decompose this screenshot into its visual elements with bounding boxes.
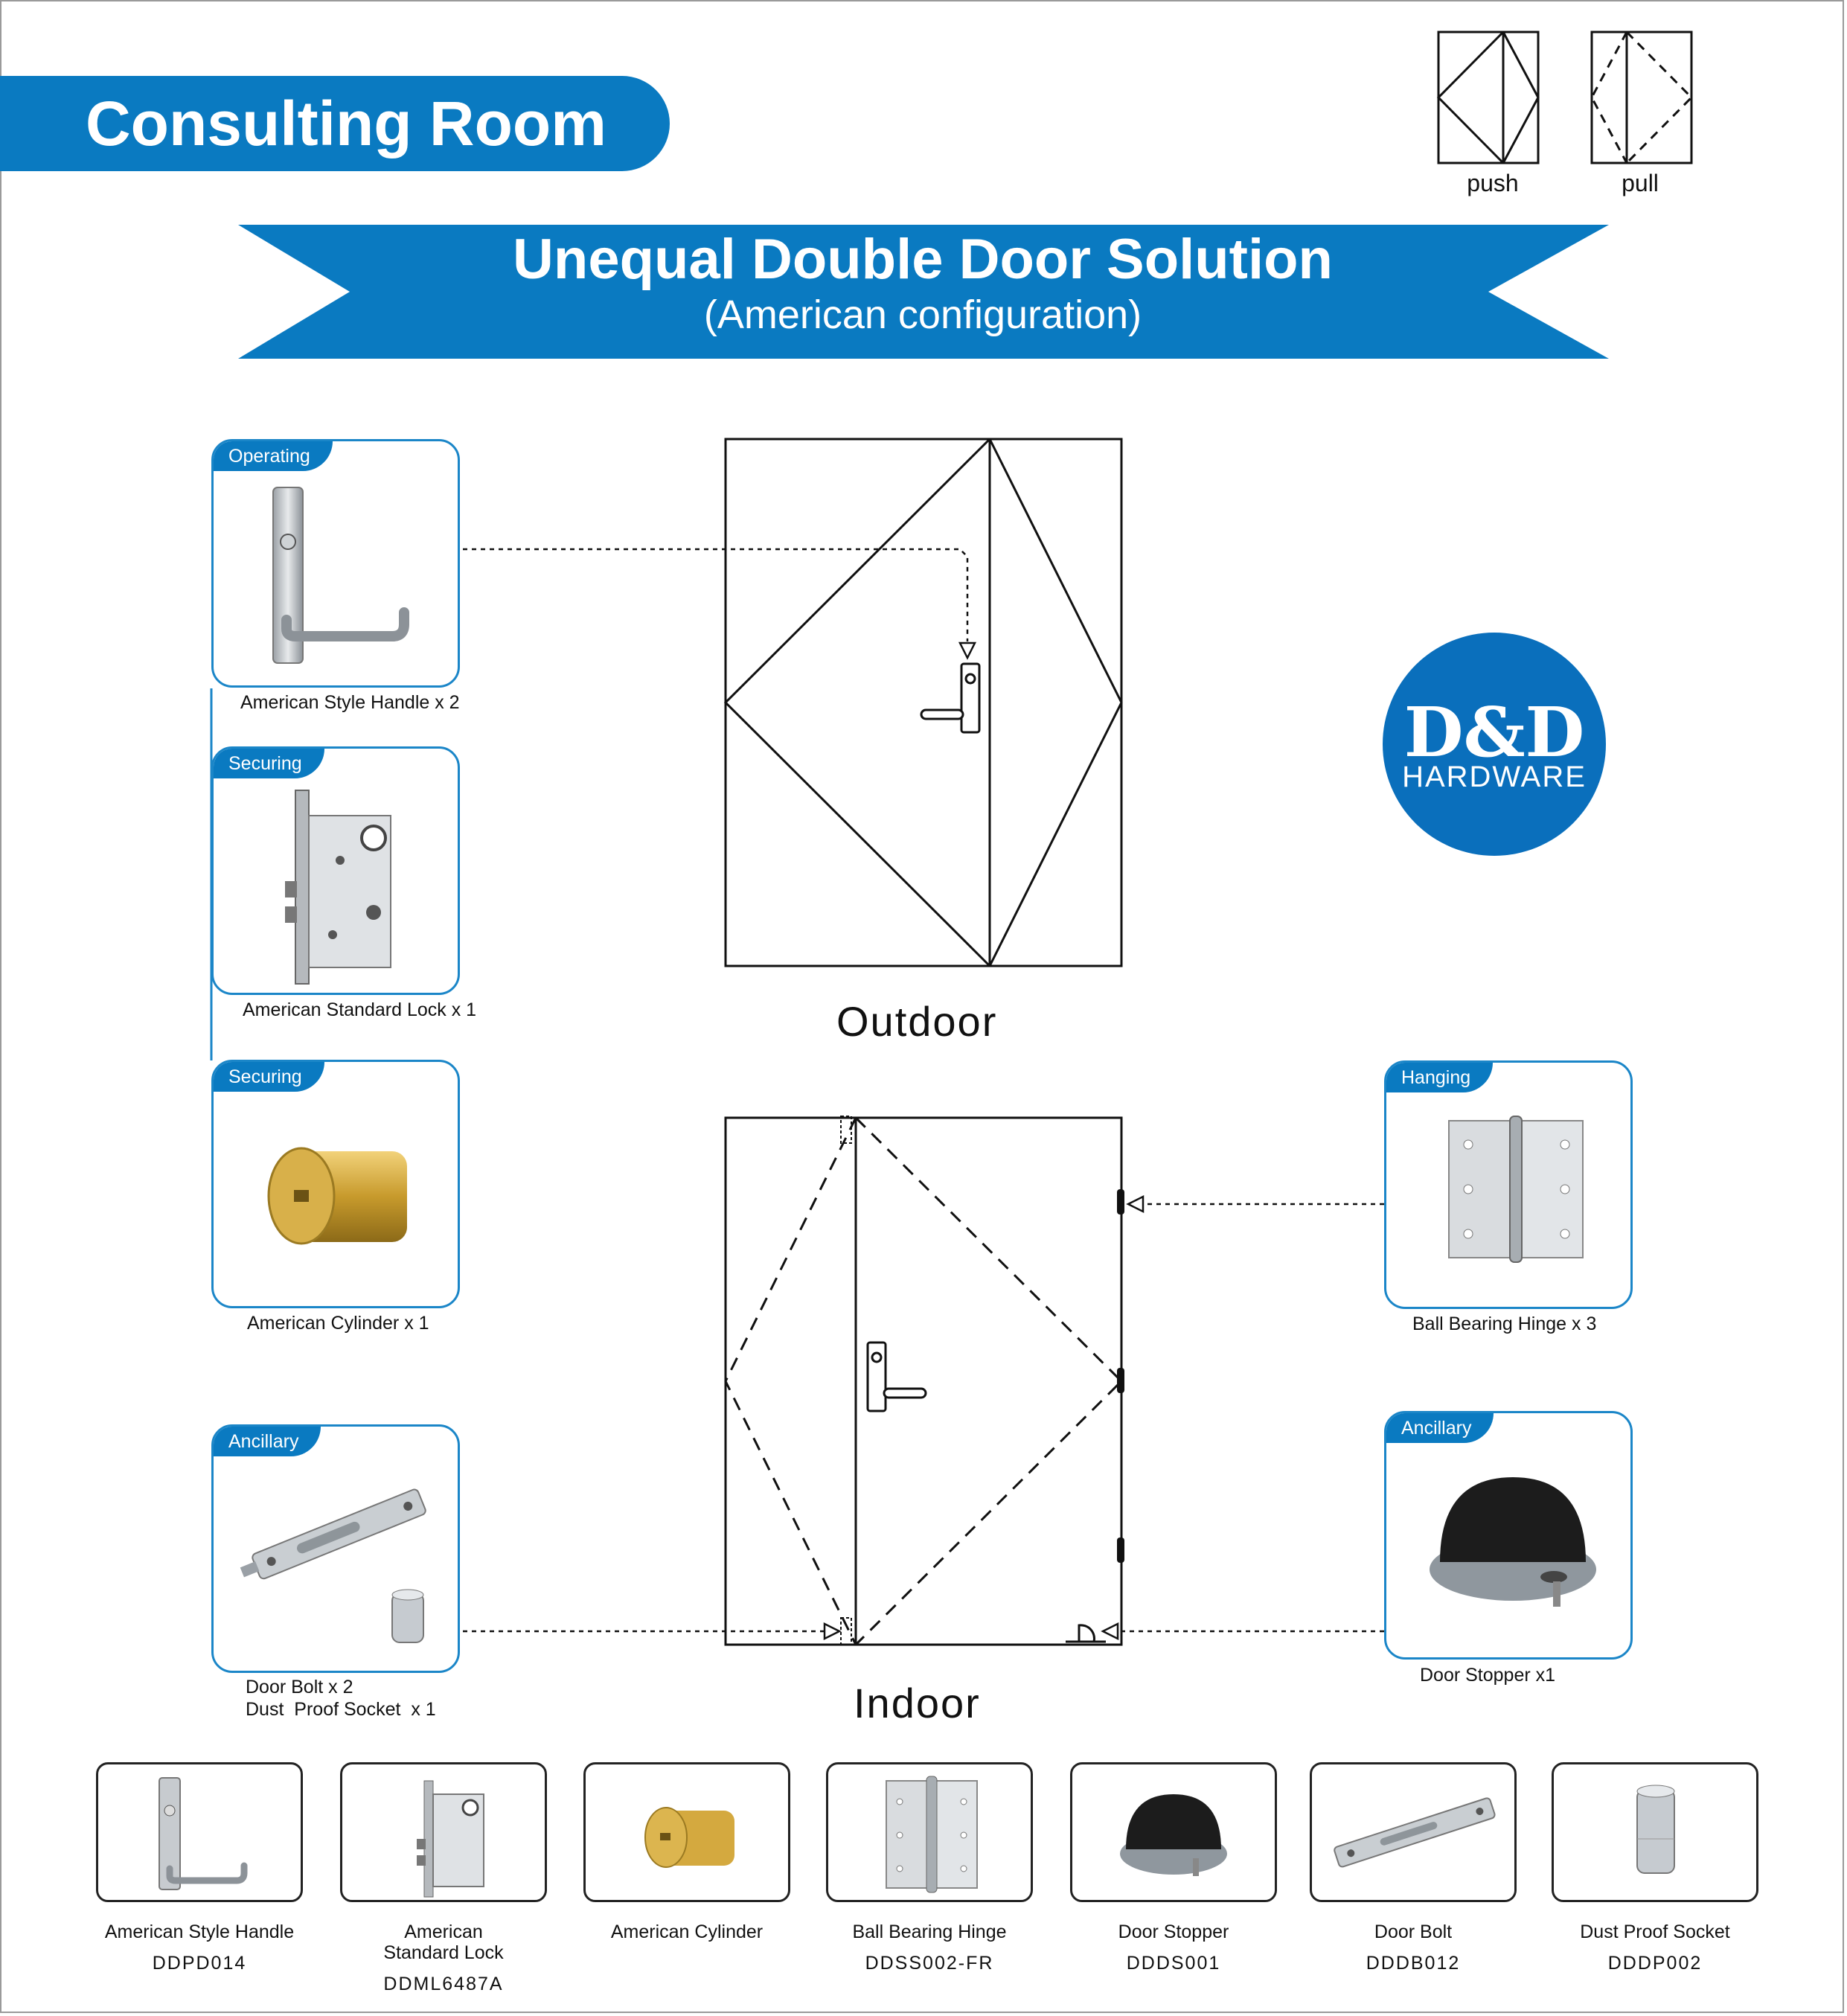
product-name: Ball Bearing Hinge: [852, 1921, 1007, 1942]
banner-subtitle: (American configuration): [703, 292, 1142, 337]
card-bolt-caption-1: Door Bolt x 2: [246, 1677, 353, 1697]
product-code: DDDB012: [1366, 1953, 1461, 1974]
product-card: [1552, 1762, 1758, 1902]
product-card: [1070, 1762, 1277, 1902]
card-stopper-caption: Door Stopper x1: [1420, 1665, 1556, 1686]
product-card: [826, 1762, 1033, 1902]
outdoor-door: [723, 438, 1123, 967]
product-card: [1310, 1762, 1517, 1902]
flush-bolt-icon: [240, 1488, 426, 1643]
banner-ribbon: [238, 225, 1609, 359]
dust-socket-icon: [1636, 1785, 1675, 1874]
indoor-handle-symbol: [866, 1341, 927, 1412]
page-title: Consulting Room: [86, 89, 606, 159]
flush-bolt-icon: [1334, 1797, 1496, 1868]
hinge-icon: [1448, 1116, 1584, 1263]
product-name: American Cylinder: [610, 1921, 764, 1942]
logo-mark: D&D: [1403, 692, 1585, 772]
product-code: DDDP002: [1607, 1953, 1703, 1974]
push-label: push: [1467, 170, 1519, 196]
product-code: DDML6487A: [383, 1974, 504, 1994]
card-cylinder: Securing: [211, 1060, 460, 1308]
outdoor-handle-symbol: [920, 662, 981, 734]
indoor-label: Indoor: [854, 1680, 981, 1727]
outdoor-label: Outdoor: [836, 998, 998, 1045]
product-name: Door Stopper: [1118, 1921, 1229, 1942]
mortise-lock-icon: [285, 790, 391, 985]
product-name: Door Bolt: [1374, 1921, 1453, 1942]
cylinder-icon: [267, 1147, 407, 1245]
card-handle-caption: American Style Handle x 2: [240, 692, 460, 713]
logo-subtitle: HARDWARE: [1402, 761, 1587, 793]
pull-legend-icon: [1590, 31, 1694, 164]
product-name: American Style Handle: [104, 1921, 295, 1942]
card-bolt: Ancillary: [211, 1424, 460, 1673]
banner-title: Unequal Double Door Solution: [513, 228, 1333, 291]
product-code: DDSS002-FR: [865, 1953, 994, 1974]
card-bolt-caption-2: Dust Proof Socket x 1: [246, 1699, 436, 1720]
cylinder-icon: [644, 1807, 734, 1868]
card-handle: Operating: [211, 439, 460, 688]
card-tag: Ancillary: [214, 1427, 321, 1456]
card-tag: Hanging: [1386, 1063, 1494, 1092]
card-tag: Securing: [214, 1062, 324, 1092]
card-tag: Operating: [214, 441, 333, 471]
card-lock-caption: American Standard Lock x 1: [243, 999, 477, 1020]
product-name: American: [404, 1921, 483, 1942]
indoor-door: [724, 1116, 1123, 1646]
product-card: [340, 1762, 547, 1902]
pull-label: pull: [1622, 170, 1659, 196]
card-hinge-caption: Ball Bearing Hinge x 3: [1412, 1313, 1597, 1334]
product-name: Dust Proof Socket: [1580, 1921, 1730, 1942]
card-stopper: Ancillary: [1384, 1411, 1633, 1660]
product-card: [583, 1762, 790, 1902]
push-legend-icon: [1436, 31, 1540, 164]
mortise-lock-icon: [417, 1780, 484, 1898]
door-stopper-icon: [1430, 1477, 1596, 1607]
dd-hardware-logo: [1383, 633, 1606, 856]
card-lock: Securing: [211, 746, 460, 995]
lever-handle-icon: [159, 1777, 248, 1890]
card-hinge: Hanging: [1384, 1060, 1633, 1309]
lever-handle-icon: [272, 487, 409, 664]
product-name: Standard Lock: [383, 1942, 504, 1963]
hinge-icon: [886, 1776, 978, 1893]
card-tag: Ancillary: [1386, 1413, 1494, 1443]
card-cylinder-caption: American Cylinder x 1: [247, 1313, 429, 1334]
card-tag: Securing: [214, 749, 324, 778]
product-code: DDDS001: [1126, 1953, 1221, 1974]
title-bar: [0, 76, 670, 171]
product-card: [96, 1762, 303, 1902]
product-code: DDPD014: [152, 1953, 247, 1974]
door-stopper-icon: [1120, 1794, 1227, 1876]
